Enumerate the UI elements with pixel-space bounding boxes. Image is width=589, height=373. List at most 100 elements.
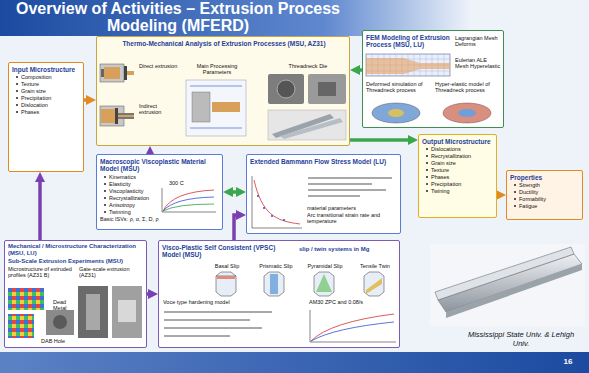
drawing-part xyxy=(101,69,104,77)
drawing-part xyxy=(164,335,230,336)
flow-arrow xyxy=(497,193,499,197)
drawing-part xyxy=(124,66,127,80)
drawing-part xyxy=(118,113,134,119)
flow-arrow xyxy=(234,215,239,240)
output-box: Output MicrostructureDislocationsRecryst… xyxy=(418,134,497,218)
box-heading: Visco-Plastic Self Consistent (VPSC) Mod… xyxy=(162,244,294,259)
drawing-part xyxy=(100,64,124,82)
box-heading: Sub-Scale Extrusion Experiments (MSU) xyxy=(8,258,144,265)
drawing-part xyxy=(257,195,259,197)
drawing-part xyxy=(438,254,582,312)
drawing-part xyxy=(104,67,120,79)
bullet-item: Fatigue xyxy=(513,203,579,209)
bullet-item: Formability xyxy=(513,196,579,202)
annotation: Basal Slip xyxy=(205,263,249,269)
annotation: Gate-scale extrusion (AZ31) xyxy=(79,266,143,279)
drawing-part xyxy=(53,315,67,329)
drawing-part xyxy=(118,115,134,117)
bullet-item: Elasticity xyxy=(103,181,159,187)
box-heading: Macroscopic Viscoplastic Material Model … xyxy=(100,158,220,173)
bullet-item: Viscoplasticity xyxy=(103,188,159,194)
drawing-part xyxy=(192,92,210,122)
extruded-profiles-photo xyxy=(268,110,346,140)
drawing-part xyxy=(164,327,262,328)
drawing-part xyxy=(443,103,491,123)
flow-arrow xyxy=(350,138,411,142)
bullet-item: Precipitation xyxy=(15,95,81,101)
drawing-part xyxy=(314,272,334,296)
bullet-item: Kinematics xyxy=(103,174,159,180)
annotation: DAB Hole xyxy=(41,338,81,344)
drawing-part xyxy=(216,272,236,296)
drawing-part xyxy=(164,311,272,312)
drawing-part xyxy=(446,264,582,318)
annotation: Voce type hardening model xyxy=(163,299,283,305)
drawing-part xyxy=(372,103,420,123)
annotation: Microstructure of extruded profiles (AZ3… xyxy=(8,266,74,279)
drawing-part xyxy=(308,183,372,184)
drawing-part xyxy=(277,80,295,98)
flow-arrow xyxy=(84,98,89,102)
annotation: 300 C xyxy=(169,180,193,186)
drawing-part xyxy=(271,215,273,217)
drawing-part xyxy=(78,286,108,338)
input-box: Input MicrostructureCompositionTextureGr… xyxy=(8,62,84,172)
annotation: material parameters xyxy=(307,205,397,211)
drawing-part xyxy=(263,207,265,209)
annotation: Indirect extrusion xyxy=(139,103,179,116)
drawing-part xyxy=(268,74,304,104)
bullet-item: Precipitation xyxy=(425,181,493,187)
annotation: Hyper-elastic model of Threadneck proces… xyxy=(435,81,499,94)
drawing-part xyxy=(308,74,346,104)
drawing-part xyxy=(308,177,392,178)
bullet-item: Dislocations xyxy=(425,146,493,152)
drawing-part xyxy=(364,272,384,296)
drawing-part xyxy=(212,102,240,112)
annotation: Deformed simulation of Threadneck proces… xyxy=(366,81,430,94)
bullet-item: Grain size xyxy=(425,160,493,166)
drawing-part xyxy=(366,54,450,76)
flow-arrow xyxy=(147,292,151,296)
drawing-part xyxy=(316,274,332,292)
annotation: Tensile Twin xyxy=(353,263,397,269)
bullet-item: Recrystallization xyxy=(103,195,159,201)
model-panel: Macroscopic Viscoplastic Material Model … xyxy=(96,154,223,230)
bullet-item: Phases xyxy=(425,174,493,180)
drawing-part xyxy=(388,109,404,117)
box-heading: FEM Modeling of Extrusion Process (MSU, … xyxy=(366,34,452,49)
credit-caption: Mississippi State Univ. & Lehigh Univ. xyxy=(462,330,580,348)
drawing-part xyxy=(112,286,142,338)
drawing-part xyxy=(264,272,284,296)
drawing-part xyxy=(283,219,285,221)
annotation: Basic ISVs: ρ, α, Σ, D, ρ xyxy=(100,216,218,222)
annotation: AM30 ZPC and 0.08/s xyxy=(309,299,397,305)
bullet-item: Texture xyxy=(425,167,493,173)
box-heading: Output Microstructure xyxy=(422,138,494,145)
bullet-item: Phases xyxy=(15,109,81,115)
box-heading: Input Microstructure xyxy=(12,66,80,73)
annotation: Pyramidal Slip xyxy=(301,263,349,269)
annotation: Lagrangian Mesh Deforms xyxy=(455,35,501,48)
model-panel: Extended Bammann Flow Stress Model (LU) m… xyxy=(246,154,401,234)
drawing-part xyxy=(458,109,476,117)
drawing-part xyxy=(268,110,346,140)
drawing-part xyxy=(46,310,74,335)
box-heading: Extended Bammann Flow Stress Model (LU) xyxy=(250,158,398,165)
footer-band xyxy=(0,352,589,373)
bullet-item: Anisotropy xyxy=(103,202,159,208)
annotation: Arc transitional strain rate and tempera… xyxy=(307,212,397,225)
drawing-part xyxy=(118,300,136,322)
bullet-item: Twining xyxy=(425,188,493,194)
drawing-part xyxy=(270,274,278,294)
annotation: Eulerian ALE Mesh Hyperelastic xyxy=(455,57,501,70)
annotation: Direct extrusion xyxy=(139,63,179,69)
drawing-part xyxy=(308,195,360,196)
drawing-part xyxy=(164,319,250,320)
drawing-part xyxy=(280,118,343,139)
drawing-part xyxy=(186,80,246,136)
drawing-part xyxy=(101,109,115,123)
properties-box: PropertiesStrengthDuctilityFormabilityFa… xyxy=(506,170,583,220)
box-heading: Thermo-Mechanical Analysis of Extrusion … xyxy=(114,40,334,47)
